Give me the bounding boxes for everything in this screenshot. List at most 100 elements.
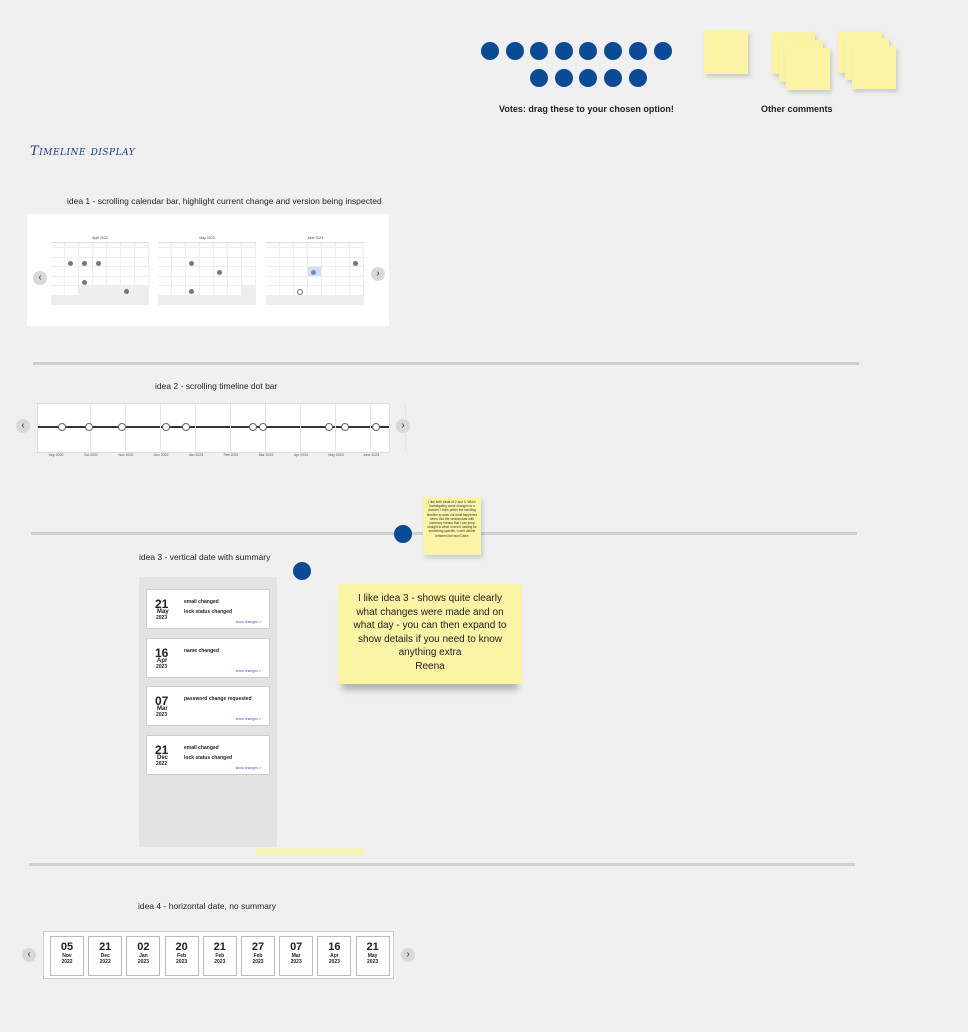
calendar-day[interactable] bbox=[336, 286, 350, 296]
vote-dot[interactable] bbox=[506, 42, 524, 60]
calendar-day[interactable] bbox=[280, 267, 294, 277]
calendar-day[interactable] bbox=[200, 295, 214, 305]
calendar-day[interactable] bbox=[228, 257, 242, 267]
change-marker[interactable] bbox=[96, 260, 101, 266]
calendar-day[interactable] bbox=[336, 295, 350, 305]
calendar-day[interactable] bbox=[79, 248, 93, 258]
calendar-day[interactable] bbox=[135, 257, 149, 267]
chevron-left-icon[interactable]: ‹ bbox=[22, 948, 36, 962]
chevron-right-icon[interactable]: › bbox=[396, 419, 410, 433]
timeline-node[interactable] bbox=[118, 423, 126, 431]
change-marker[interactable] bbox=[189, 289, 194, 294]
calendar-day[interactable] bbox=[322, 286, 336, 296]
calendar-day[interactable] bbox=[280, 295, 294, 305]
calendar-day[interactable] bbox=[186, 267, 200, 277]
calendar-day[interactable] bbox=[135, 286, 149, 296]
calendar-day[interactable] bbox=[65, 286, 79, 296]
calendar-day[interactable] bbox=[308, 295, 322, 305]
calendar-day[interactable] bbox=[280, 257, 294, 267]
change-marker[interactable] bbox=[353, 260, 358, 266]
chevron-left-icon[interactable]: ‹ bbox=[16, 419, 30, 433]
vote-dot[interactable] bbox=[629, 42, 647, 60]
timeline-node[interactable] bbox=[325, 423, 333, 431]
calendar-day[interactable] bbox=[121, 295, 135, 305]
calendar-day[interactable] bbox=[121, 276, 135, 286]
calendar-day[interactable] bbox=[121, 267, 135, 277]
calendar-day[interactable] bbox=[336, 248, 350, 258]
timeline-node[interactable] bbox=[182, 423, 190, 431]
calendar-day[interactable] bbox=[350, 248, 364, 258]
calendar-day[interactable] bbox=[266, 257, 280, 267]
calendar-day[interactable] bbox=[228, 248, 242, 258]
calendar-day[interactable] bbox=[107, 257, 121, 267]
calendar-day[interactable] bbox=[266, 267, 280, 277]
calendar-day[interactable] bbox=[350, 295, 364, 305]
show-changes-link[interactable]: show changes > bbox=[235, 620, 261, 624]
calendar-day[interactable] bbox=[51, 286, 65, 296]
timeline-node[interactable] bbox=[372, 423, 380, 431]
calendar-day[interactable] bbox=[158, 257, 172, 267]
calendar-day[interactable] bbox=[172, 257, 186, 267]
calendar-day[interactable] bbox=[308, 267, 322, 277]
calendar-day[interactable] bbox=[322, 295, 336, 305]
calendar-day[interactable] bbox=[186, 276, 200, 286]
calendar-day[interactable] bbox=[308, 276, 322, 286]
calendar-day[interactable] bbox=[242, 276, 256, 286]
calendar-day[interactable] bbox=[172, 295, 186, 305]
comment-sticky-small[interactable]: I like both ideas of 2 and 3. When inves… bbox=[423, 497, 481, 555]
change-marker[interactable] bbox=[311, 270, 316, 275]
calendar-day[interactable] bbox=[228, 267, 242, 277]
calendar-day[interactable] bbox=[51, 267, 65, 277]
calendar-day[interactable] bbox=[121, 248, 135, 258]
calendar-day[interactable] bbox=[51, 295, 65, 305]
calendar-day[interactable] bbox=[228, 295, 242, 305]
calendar-day[interactable] bbox=[121, 286, 135, 296]
calendar-day[interactable] bbox=[135, 248, 149, 258]
timeline-node[interactable] bbox=[259, 423, 267, 431]
calendar-day[interactable] bbox=[266, 276, 280, 286]
vote-dot[interactable] bbox=[555, 69, 573, 87]
calendar-day[interactable] bbox=[350, 286, 364, 296]
calendar-day[interactable] bbox=[65, 295, 79, 305]
calendar-day[interactable] bbox=[308, 257, 322, 267]
change-marker[interactable] bbox=[189, 260, 194, 266]
calendar-day[interactable] bbox=[266, 295, 280, 305]
calendar-day[interactable] bbox=[200, 276, 214, 286]
calendar-day[interactable] bbox=[172, 276, 186, 286]
vote-dot[interactable] bbox=[579, 42, 597, 60]
timeline-node[interactable] bbox=[341, 423, 349, 431]
calendar-day[interactable] bbox=[79, 295, 93, 305]
calendar-day[interactable] bbox=[93, 267, 107, 277]
calendar-day[interactable] bbox=[280, 286, 294, 296]
calendar-day[interactable] bbox=[266, 248, 280, 258]
calendar-day[interactable] bbox=[107, 286, 121, 296]
calendar-day[interactable] bbox=[242, 248, 256, 258]
calendar-day[interactable] bbox=[214, 276, 228, 286]
calendar-day[interactable] bbox=[172, 248, 186, 258]
calendar-day[interactable] bbox=[294, 257, 308, 267]
calendar-day[interactable] bbox=[266, 286, 280, 296]
chevron-right-icon[interactable]: › bbox=[371, 267, 385, 281]
calendar-day[interactable] bbox=[350, 276, 364, 286]
calendar-day[interactable] bbox=[79, 276, 93, 286]
calendar-day[interactable] bbox=[294, 276, 308, 286]
calendar-day[interactable] bbox=[242, 257, 256, 267]
sticky-note[interactable] bbox=[852, 46, 896, 89]
calendar-day[interactable] bbox=[322, 276, 336, 286]
calendar-day[interactable] bbox=[51, 257, 65, 267]
calendar-day[interactable] bbox=[93, 295, 107, 305]
calendar-day[interactable] bbox=[322, 257, 336, 267]
calendar-day[interactable] bbox=[242, 267, 256, 277]
calendar-day[interactable] bbox=[65, 267, 79, 277]
vote-dot[interactable] bbox=[394, 525, 412, 543]
vote-dot[interactable] bbox=[604, 69, 622, 87]
sticky-note[interactable] bbox=[786, 48, 830, 90]
calendar-day[interactable] bbox=[228, 286, 242, 296]
vote-dot[interactable] bbox=[629, 69, 647, 87]
timeline-node[interactable] bbox=[249, 423, 257, 431]
